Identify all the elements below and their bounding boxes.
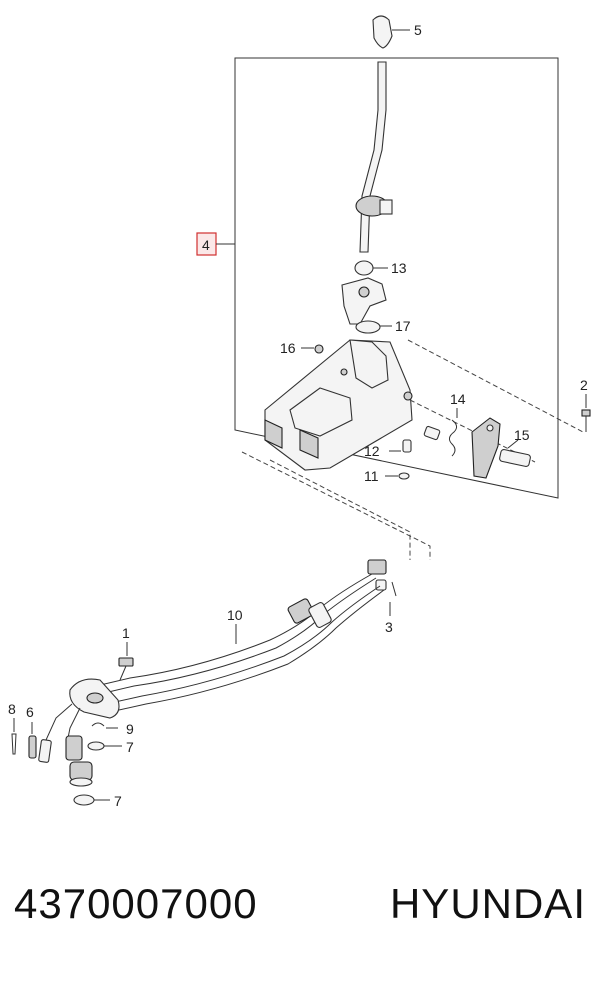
callout-12: 12 <box>364 443 380 459</box>
callout-14: 14 <box>450 391 466 407</box>
callout-13: 13 <box>391 260 407 276</box>
pivot-bracket <box>341 277 387 325</box>
callout-9: 9 <box>126 721 134 737</box>
mounting-bolt-2 <box>581 394 591 432</box>
callout-7a: 7 <box>126 739 134 755</box>
lever-bushing <box>354 260 388 276</box>
callout-7b: 7 <box>114 793 122 809</box>
select-lever <box>471 417 531 479</box>
callout-1: 1 <box>122 625 130 641</box>
callout-4: 4 <box>202 237 210 253</box>
shift-lever <box>355 61 393 253</box>
cable-end-left <box>38 703 83 763</box>
part-number: 4370007000 <box>14 880 258 927</box>
callout-15: 15 <box>514 427 530 443</box>
footer: 4370007000 HYUNDAI <box>0 880 600 950</box>
housing-pin <box>389 425 441 453</box>
cable-end-connector <box>367 559 397 616</box>
callout-3: 3 <box>385 619 393 635</box>
return-spring <box>448 408 458 457</box>
washer-upper <box>87 741 122 751</box>
callout-8: 8 <box>8 701 16 717</box>
spring-pin <box>28 722 37 759</box>
cotter-pin <box>11 718 17 755</box>
lock-washer <box>385 472 410 480</box>
brand-name: HYUNDAI <box>389 880 586 927</box>
mounting-bolt-1 <box>118 642 134 681</box>
cable-cap <box>69 761 93 787</box>
callout-10: 10 <box>227 607 243 623</box>
callout-5: 5 <box>414 22 422 38</box>
callout-6: 6 <box>26 704 34 720</box>
callout-11: 11 <box>364 468 379 484</box>
callout-4-box <box>196 232 235 256</box>
callout-17: 17 <box>395 318 411 334</box>
grommet-plate <box>69 678 120 719</box>
shift-knob <box>372 15 410 49</box>
retainer-clip <box>301 344 324 354</box>
washer-lower <box>73 794 110 806</box>
cable-bushing <box>91 722 118 729</box>
lever-ring <box>355 320 392 334</box>
callout-2: 2 <box>580 377 588 393</box>
assembly-frame <box>234 57 559 499</box>
callout-16: 16 <box>280 340 296 356</box>
shift-cables <box>95 573 385 713</box>
parts-diagram: 5 13 17 16 <box>8 15 591 809</box>
shifter-housing <box>264 339 413 471</box>
